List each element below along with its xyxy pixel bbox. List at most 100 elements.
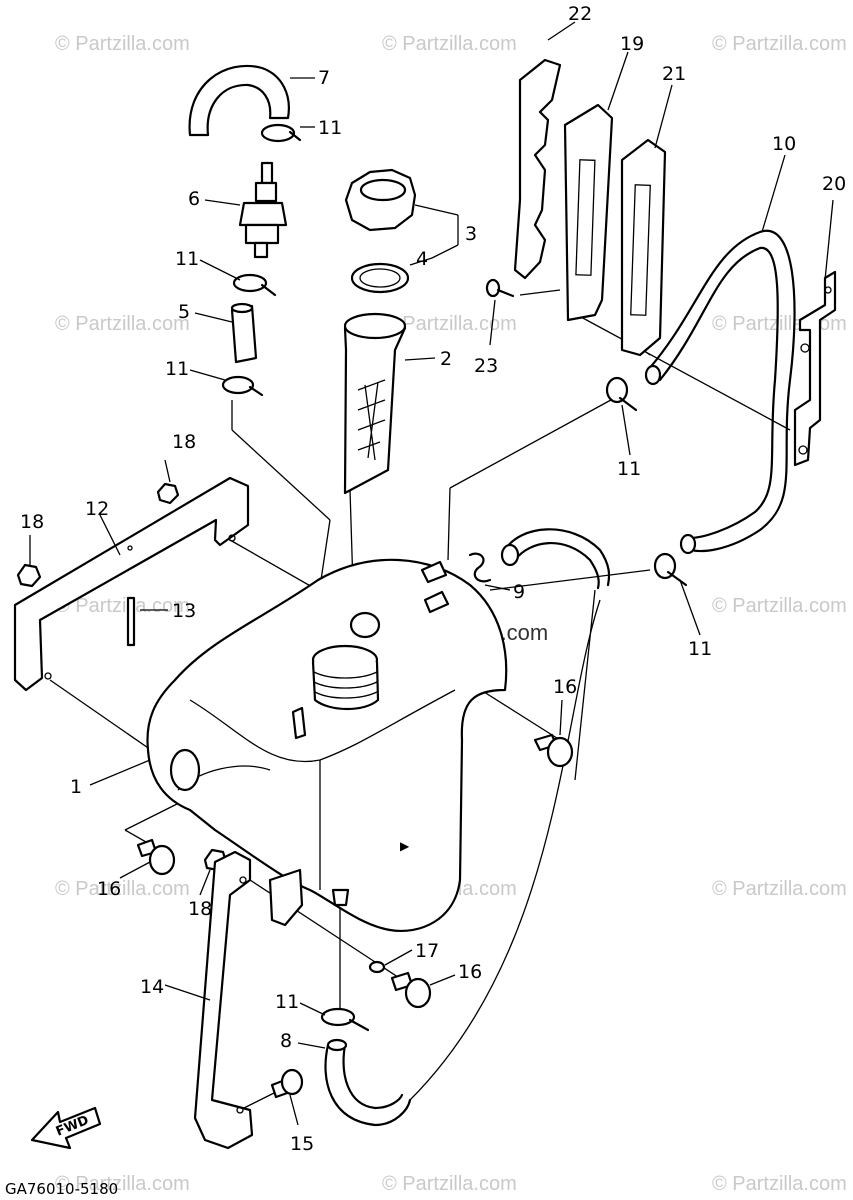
watermark-text: © Partzilla.com: [712, 878, 847, 900]
bolt-part-15: [270, 1068, 304, 1099]
hose-part-8: [324, 1043, 412, 1127]
callout-20: 20: [822, 173, 846, 195]
gasket-inner: [359, 268, 401, 288]
bracket-part-20: [793, 270, 837, 467]
hose-short: [503, 528, 611, 590]
callout-3: 3: [465, 223, 477, 245]
clamp-icon: [605, 376, 638, 412]
callout-2: 2: [440, 348, 452, 370]
callout-15: 15: [290, 1133, 314, 1155]
bracket-hole: [236, 1106, 244, 1114]
watermark-text: © Partzilla.com: [712, 1173, 847, 1195]
callout-12: 12: [85, 498, 109, 520]
washer-part-17: [368, 960, 386, 974]
tank-mount-ear: [349, 611, 381, 639]
clamp-icon: [232, 273, 277, 297]
gasket-part-22: [513, 58, 562, 280]
callout-11: 11: [175, 248, 199, 270]
callout-14: 14: [140, 976, 164, 998]
drain-hose-route: [409, 599, 601, 1101]
callout-18: 18: [20, 511, 44, 533]
hose-part-7: [188, 64, 290, 137]
callout-11: 11: [275, 991, 299, 1013]
callout-22: 22: [568, 3, 592, 25]
watermark-text: © Partzilla.com: [55, 1173, 190, 1195]
watermark-text: © Partzilla.com: [712, 33, 847, 55]
clamp-icon: [260, 123, 302, 143]
watermark-text: © Partzilla.com: [55, 313, 190, 335]
callout-18: 18: [172, 431, 196, 453]
callout-1: 1: [70, 776, 82, 798]
callout-6: 6: [188, 188, 200, 210]
watermark-text: © Partzilla.com: [55, 595, 190, 617]
watermark-text: © Partzilla.com: [382, 33, 517, 55]
bracket-hole: [127, 545, 133, 551]
bracket-hole: [228, 534, 236, 542]
bolt-part-16: [533, 733, 574, 768]
callout-leaders: [29, 21, 834, 1126]
callout-11: 11: [318, 117, 342, 139]
bracket-hole: [44, 672, 52, 680]
tank-outlet-fitting: [331, 888, 350, 907]
callout-11: 11: [688, 638, 712, 660]
callout-11: 11: [165, 358, 189, 380]
callout-4: 4: [416, 248, 428, 270]
bolt-part-16: [390, 971, 432, 1009]
filler-neck-top: [343, 312, 407, 340]
cap-top: [359, 178, 407, 202]
drawing-code: GA76010-5180: [5, 1180, 118, 1198]
clamp-icon: [221, 375, 264, 397]
tank-embossed-mark: ▶: [400, 839, 410, 853]
pipe-part-5: [230, 304, 258, 364]
plate-slot: [575, 159, 596, 276]
fuel-tank-part-1: [146, 558, 508, 932]
bracket-hole: [239, 876, 247, 884]
callout-labels: 7 11 6 11 5 11 3 4 2 22 19 21 10 20 23 1…: [20, 3, 846, 1155]
plate-part-21: [620, 138, 667, 357]
callout-23: 23: [474, 355, 498, 377]
tank-mount-tab: [268, 868, 304, 927]
callout-13: 13: [172, 600, 196, 622]
watermarks: © Partzilla.com © Partzilla.com © Partzi…: [55, 33, 847, 1195]
tank-mount-ear: [169, 748, 201, 792]
bolt-part-16: [136, 838, 176, 876]
callout-19: 19: [620, 33, 644, 55]
hose-end: [644, 364, 662, 386]
callout-11: 11: [617, 458, 641, 480]
callout-7: 7: [318, 67, 330, 89]
hose-part-10: [646, 229, 796, 553]
plate-slot: [630, 184, 651, 316]
fitting-part-9: [420, 560, 448, 584]
watermark-text: © Partzilla.com: [55, 878, 190, 900]
callout-9: 9: [513, 581, 525, 603]
plate-part-19: [563, 103, 614, 322]
bracket-hole: [800, 343, 810, 353]
callout-16: 16: [458, 961, 482, 983]
bracket-hole: [798, 445, 808, 455]
watermark-text: © Partzilla.com: [55, 33, 190, 55]
watermark-text: © Partzilla.com: [382, 313, 517, 335]
fuel-filter-part-6: [238, 161, 288, 259]
callout-16: 16: [97, 878, 121, 900]
hose-end: [500, 543, 520, 567]
tank-vent-fitting: [291, 706, 307, 740]
bracket-part-14: [193, 850, 254, 1150]
hose-part-10-inner: [658, 246, 779, 540]
hose-end: [679, 533, 697, 555]
bracket-hole: [824, 286, 832, 294]
nut-part-18: [16, 563, 42, 588]
callout-17: 17: [415, 940, 439, 962]
pipe-end: [230, 302, 254, 314]
nut-part-18: [156, 482, 180, 505]
watermark-text: © Partzilla.com: [712, 595, 847, 617]
hose-end: [326, 1038, 348, 1052]
callout-18: 18: [188, 898, 212, 920]
clamp-icon: [653, 552, 688, 587]
fitting-part-9: [423, 590, 450, 614]
clamp-icon: [320, 1007, 370, 1032]
filler-screen: [357, 379, 386, 461]
callout-16: 16: [553, 676, 577, 698]
clip-part-9: [468, 552, 492, 583]
watermark-text: © Partzilla.com: [382, 1173, 517, 1195]
